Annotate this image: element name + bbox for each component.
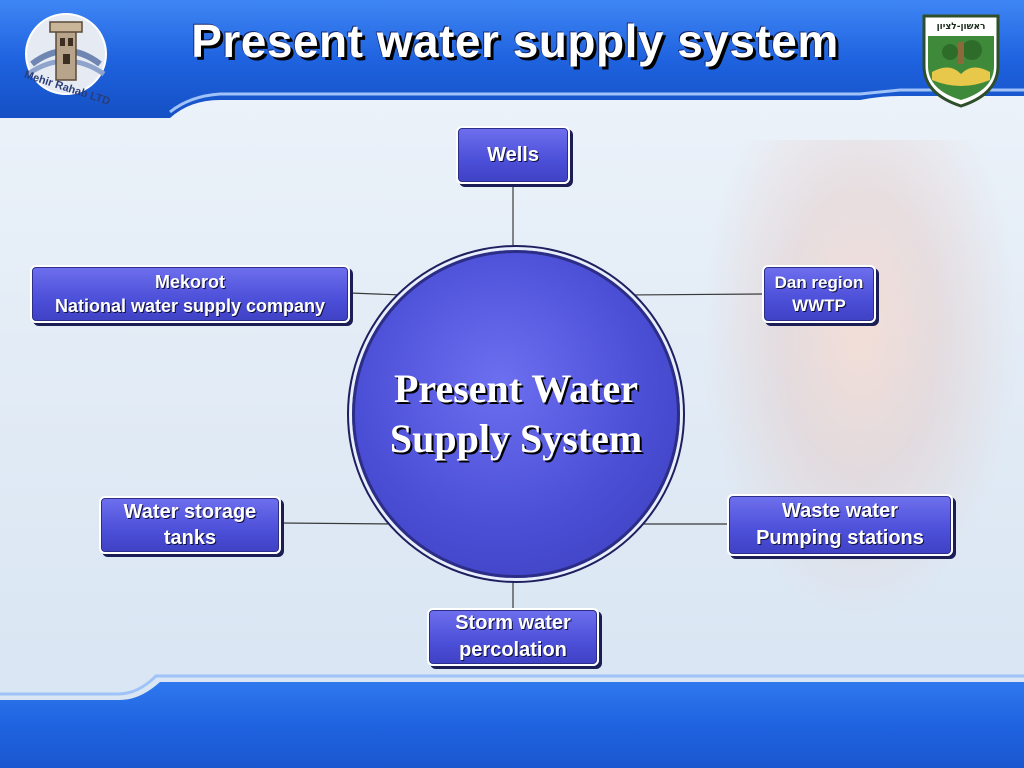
city-crest-logo: ראשון-לציון [922,14,1000,108]
node-water-storage-line2: tanks [163,527,217,549]
node-dan-region-line1: Dan region [774,273,864,292]
connector-mekorot [349,292,403,296]
node-waste-water-line1: Waste water [782,500,898,522]
connector-storage [280,522,398,525]
node-dan-region-line2: WWTP [792,296,846,315]
node-wells: Wells [456,126,570,184]
center-label-line1: Present Water [393,366,638,411]
footer-band [0,674,1024,768]
node-storm-water: Storm water percolation [427,608,599,666]
center-label-line2: Supply System [389,416,643,461]
node-waste-water-line2: Pumping stations [756,527,924,549]
node-water-storage: Water storage tanks [99,496,281,554]
node-dan-region: Dan region WWTP [762,265,876,323]
node-mekorot-subtitle: National water supply company [54,296,326,316]
logo-right-caption: ראשון-לציון [937,22,986,32]
node-storm-water-line1: Storm water [455,612,571,634]
header-band [0,0,1024,118]
node-mekorot: Mekorot National water supply company [30,265,350,323]
node-water-storage-line1: Water storage [123,501,257,523]
connector-dan [623,293,763,296]
node-waste-water: Waste water Pumping stations [727,494,953,556]
company-logo: Mehir Rahab LTD [23,13,112,108]
node-mekorot-title: Mekorot [154,272,225,292]
node-storm-water-line2: percolation [459,639,567,661]
slide-title: Present water supply system [191,15,839,67]
center-label: Present Water Supply System [366,364,666,464]
center-circle: Present Water Supply System [352,250,680,578]
node-wells-label: Wells [487,143,539,166]
